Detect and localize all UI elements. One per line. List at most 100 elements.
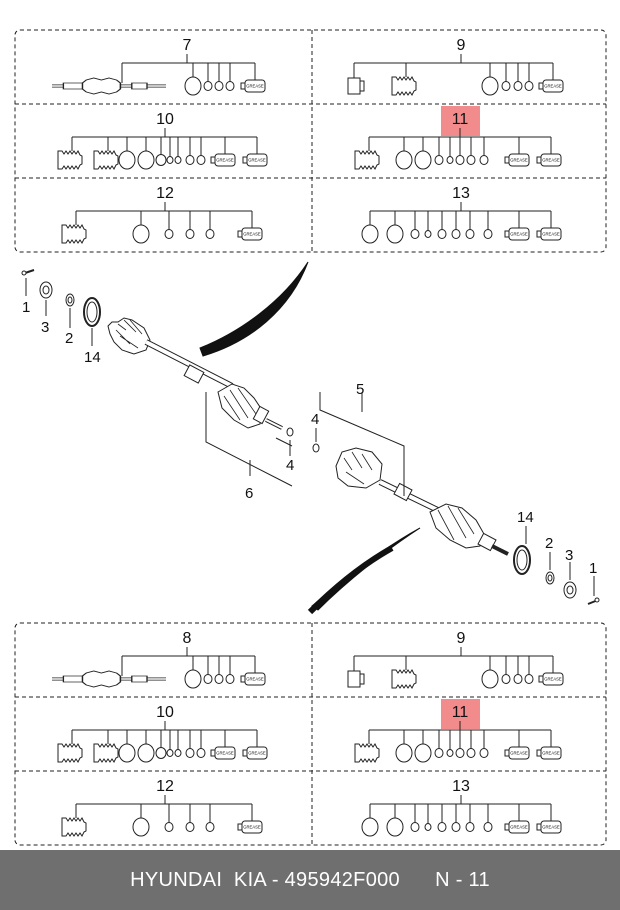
svg-text:GREASE: GREASE — [243, 232, 261, 237]
callout-right-2: 2 — [545, 535, 553, 552]
ring-part — [481, 76, 499, 96]
ring-part — [424, 823, 432, 831]
callout-left-14: 14 — [84, 349, 101, 366]
svg-text:GREASE: GREASE — [248, 751, 266, 756]
cv-joint-part — [347, 670, 365, 688]
grease-tube-icon: GREASE — [240, 79, 266, 93]
ring-part — [225, 674, 235, 684]
svg-text:GREASE: GREASE — [542, 158, 560, 163]
ring-part — [437, 822, 447, 832]
ring-part — [203, 674, 213, 684]
ring-part — [185, 822, 195, 832]
kit-label: 11 — [452, 704, 469, 721]
right-small-parts — [286, 427, 600, 605]
grease-tube-icon: GREASE — [210, 746, 236, 760]
boot-part — [391, 76, 417, 96]
ring-part — [479, 155, 489, 165]
ring-part — [184, 76, 202, 96]
ring-part — [501, 81, 511, 91]
ring-part — [483, 229, 493, 239]
drive-shaft-assembly — [21, 261, 600, 615]
ring-part — [455, 155, 465, 165]
svg-text:GREASE: GREASE — [243, 825, 261, 830]
ring-part — [466, 155, 476, 165]
svg-text:GREASE: GREASE — [510, 751, 528, 756]
boot-part — [93, 743, 119, 763]
svg-text:GREASE: GREASE — [542, 232, 560, 237]
boot-part — [354, 743, 380, 763]
svg-text:GREASE: GREASE — [216, 751, 234, 756]
ring-part — [437, 229, 447, 239]
drive-shaft-part — [52, 77, 167, 95]
callout-left-3: 3 — [41, 319, 49, 336]
ring-part — [513, 674, 523, 684]
ring-part — [185, 155, 195, 165]
grease-tube-icon: GREASE — [210, 153, 236, 167]
kit-label: 13 — [452, 778, 470, 795]
ring-part — [395, 150, 413, 170]
ring-part — [196, 155, 206, 165]
ring-part — [203, 81, 213, 91]
left-drive-shaft — [107, 317, 283, 430]
ring-part — [451, 822, 461, 832]
grease-tube-icon: GREASE — [242, 153, 268, 167]
kit-label: 11 — [452, 111, 469, 128]
callout-left-1: 1 — [22, 299, 30, 316]
ring-part — [395, 743, 413, 763]
svg-text:GREASE: GREASE — [542, 825, 560, 830]
right-drive-shaft — [335, 447, 509, 556]
svg-text:GREASE: GREASE — [542, 751, 560, 756]
ring-part — [446, 749, 454, 757]
ring-part — [446, 156, 454, 164]
kit-label: 7 — [183, 37, 192, 54]
ring-part — [424, 230, 432, 238]
ring-part — [410, 822, 420, 832]
ring-part — [196, 748, 206, 758]
ring-part — [361, 817, 379, 837]
kit-label: 8 — [183, 630, 192, 647]
boot-part — [61, 224, 87, 244]
cv-joint-part — [347, 77, 365, 95]
ring-part — [205, 229, 215, 239]
callout-mid-5: 5 — [356, 381, 364, 398]
kit-label: 13 — [452, 185, 470, 202]
kit-label: 9 — [457, 37, 466, 54]
boot-part — [57, 743, 83, 763]
kit-label: 10 — [156, 704, 174, 721]
callout-right-14: 14 — [517, 509, 534, 526]
ring-part — [483, 822, 493, 832]
ring-part — [465, 822, 475, 832]
ring-part — [184, 669, 202, 689]
ring-part — [434, 155, 444, 165]
callout-mid-4b: 4 — [311, 411, 319, 428]
ring-part — [132, 224, 150, 244]
ring-part — [414, 743, 432, 763]
ring-part — [481, 669, 499, 689]
ring-part — [174, 156, 182, 164]
ring-part — [155, 154, 167, 166]
svg-text:GREASE: GREASE — [248, 158, 266, 163]
ring-part — [465, 229, 475, 239]
ring-part — [214, 81, 224, 91]
ring-part — [205, 822, 215, 832]
callout-mid-4a: 4 — [286, 457, 294, 474]
grease-tube-icon: GREASE — [536, 820, 562, 834]
callout-right-3: 3 — [565, 547, 573, 564]
kit-label: 12 — [156, 185, 174, 202]
ring-part — [118, 150, 136, 170]
grease-tube-icon: GREASE — [538, 79, 564, 93]
ring-part — [164, 229, 174, 239]
ring-part — [455, 748, 465, 758]
